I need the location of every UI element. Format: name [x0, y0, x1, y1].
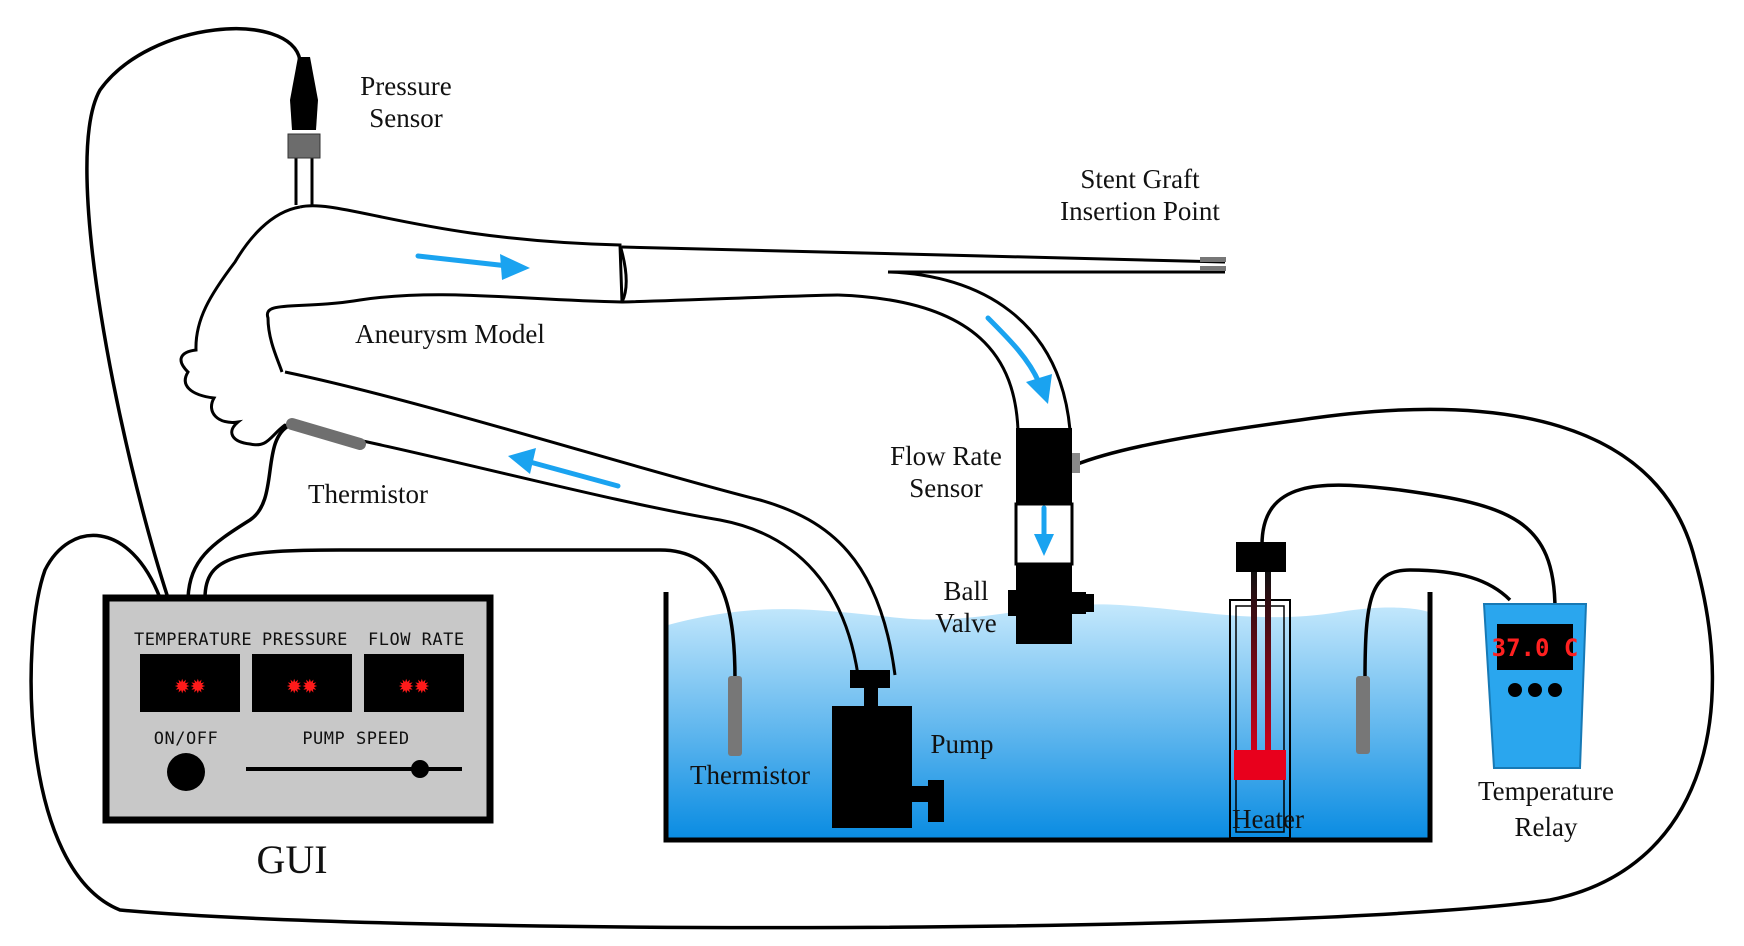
- gui-temperature-display: ✹✹: [174, 670, 206, 700]
- pump-speed-slider-knob: [411, 760, 429, 778]
- label-ball-valve-1: Ball: [944, 576, 989, 606]
- heater: [1229, 542, 1291, 839]
- label-flow-rate-2: Sensor: [909, 473, 983, 503]
- gui-on-off-label: ON/OFF: [154, 729, 218, 749]
- gui-pressure-display: ✹✹: [286, 670, 318, 700]
- label-flow-rate-1: Flow Rate: [890, 441, 1002, 471]
- label-pressure-sensor-1: Pressure: [360, 71, 451, 101]
- gui-pump-speed-label: PUMP SPEED: [302, 729, 409, 749]
- bath-thermistor-left: [728, 676, 742, 756]
- label-heater: Heater: [1232, 804, 1304, 834]
- bath-thermistor-right: [1356, 676, 1370, 754]
- pump: [832, 670, 944, 828]
- label-ball-valve-2: Valve: [935, 608, 996, 638]
- tank-outline: [663, 592, 1433, 843]
- label-stent-graft-2: Insertion Point: [1060, 196, 1220, 226]
- label-stent-graft-1: Stent Graft: [1080, 164, 1200, 194]
- gui-flow-rate-label: FLOW RATE: [368, 630, 465, 650]
- flow-arrows: [415, 253, 1054, 556]
- gui-pressure-label: PRESSURE: [262, 630, 348, 650]
- pressure-sensor: [287, 57, 321, 159]
- model-thermistor: [286, 418, 366, 450]
- tubes: [179, 158, 1226, 676]
- temperature-relay: 37.0 C: [1482, 603, 1588, 769]
- on-off-button: [167, 753, 205, 791]
- gui-temperature-label: TEMPERATURE: [134, 630, 252, 650]
- gui-flow-rate-display: ✹✹: [398, 670, 430, 700]
- label-pump: Pump: [930, 729, 993, 759]
- ball-valve: [1008, 564, 1094, 644]
- wires: [29, 27, 1715, 930]
- label-temp-relay-1: Temperature: [1478, 776, 1614, 806]
- label-pressure-sensor-2: Sensor: [369, 103, 443, 133]
- label-thermistor-top: Thermistor: [308, 479, 428, 509]
- label-aneurysm-model: Aneurysm Model: [355, 319, 545, 349]
- label-gui: GUI: [256, 837, 327, 882]
- label-temp-relay-2: Relay: [1515, 812, 1578, 842]
- label-thermistor-bath: Thermistor: [690, 760, 810, 790]
- stent-insertion-point: [1200, 257, 1226, 271]
- labels: Pressure Sensor Stent Graft Insertion Po…: [256, 71, 1614, 882]
- gui-panel: TEMPERATURE PRESSURE FLOW RATE ✹✹ ✹✹ ✹✹ …: [102, 594, 494, 824]
- relay-display: 37.0 C: [1492, 634, 1579, 662]
